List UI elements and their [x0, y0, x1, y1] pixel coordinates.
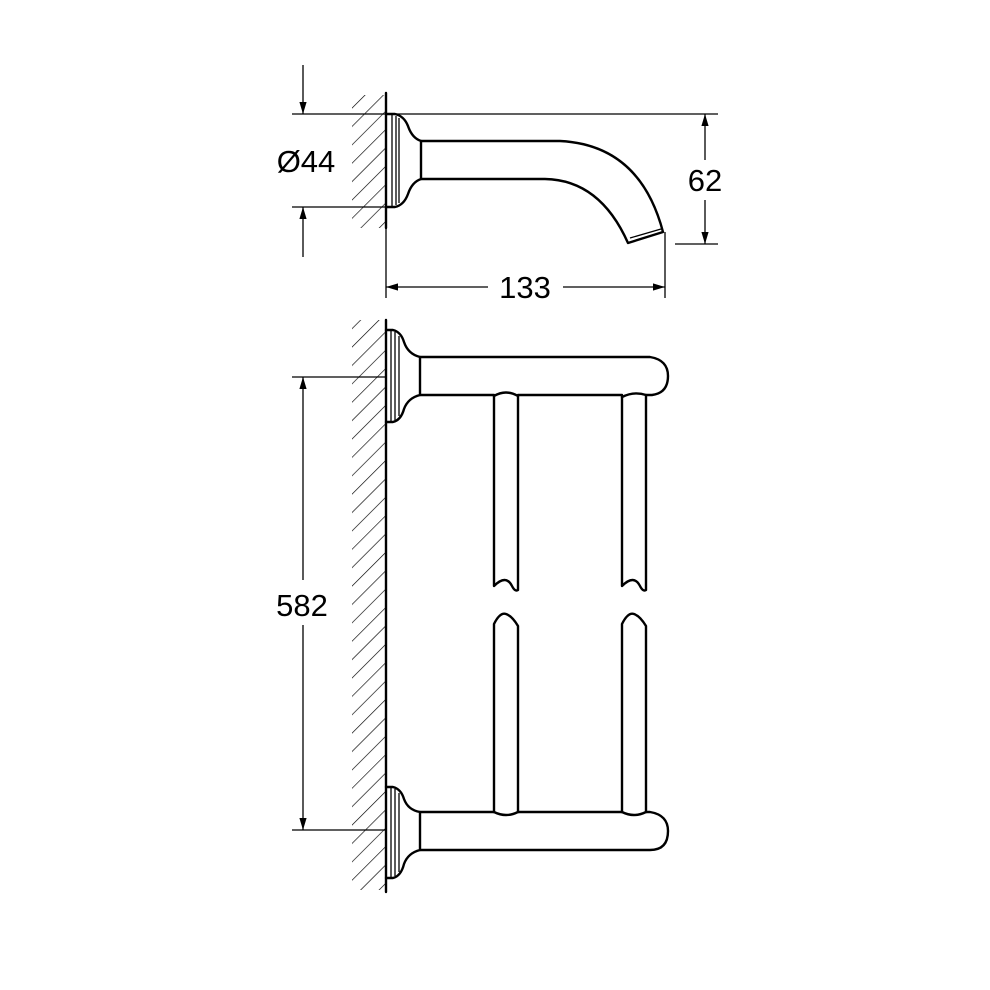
spacing-dimension-label: 582	[276, 588, 328, 623]
wall-hatch-top	[352, 95, 386, 228]
rail-joint	[492, 391, 648, 399]
rail-joint	[492, 810, 648, 817]
escutcheon-lower	[384, 785, 422, 880]
spout-arm	[419, 139, 665, 245]
diameter-dimension-label: Ø44	[277, 144, 336, 179]
upper-rail	[418, 355, 670, 397]
side-view: Ø44 62 133	[277, 65, 722, 305]
front-view: 582	[276, 318, 670, 894]
post-left-upper	[492, 394, 520, 592]
escutcheon-upper	[384, 328, 422, 424]
escutcheon-side	[384, 112, 423, 209]
wall-hatch-bottom	[352, 320, 386, 890]
spout-end-edge	[629, 228, 662, 239]
height-dimension-label: 62	[688, 163, 722, 198]
post-right-upper	[620, 394, 648, 592]
lower-rail	[418, 810, 670, 852]
post-left-lower	[492, 612, 520, 814]
post-right-lower	[620, 612, 648, 814]
projection-dimension-label: 133	[499, 270, 551, 305]
